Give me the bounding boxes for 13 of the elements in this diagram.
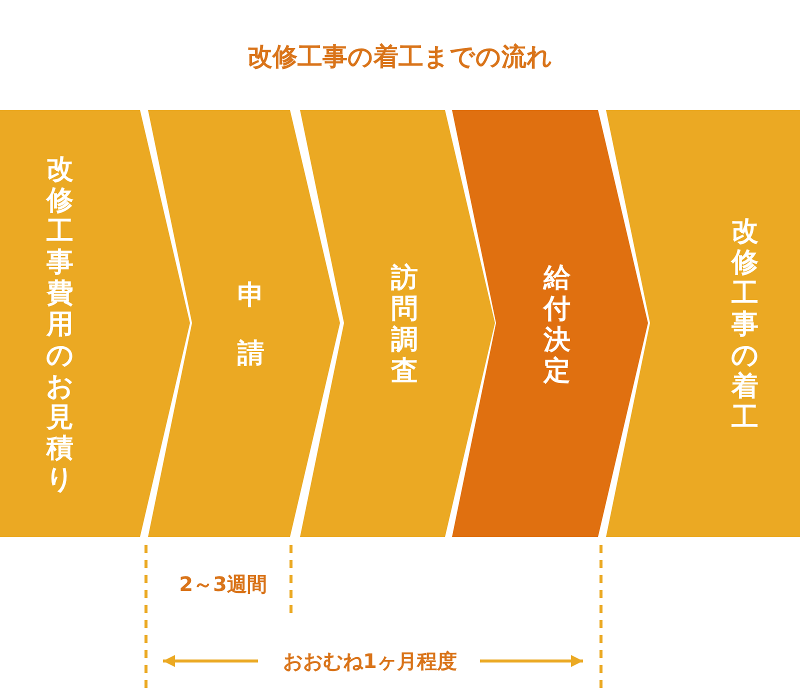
duration-label: 2～3週間 bbox=[178, 571, 268, 598]
chevron-step bbox=[452, 110, 648, 537]
chevron-step bbox=[0, 110, 190, 537]
step-label: 改修工事の着工 bbox=[731, 216, 759, 433]
step-label: 申請 bbox=[238, 280, 264, 369]
chevron-step bbox=[300, 110, 495, 537]
diagram-title: 改修工事の着工までの流れ bbox=[246, 41, 554, 73]
chevron-step bbox=[148, 110, 340, 537]
step-label: 訪問調査 bbox=[391, 262, 418, 386]
step-label: 給付決定 bbox=[544, 262, 570, 386]
duration-label: おおむね1ヶ月程度 bbox=[282, 648, 458, 675]
chevron-step bbox=[606, 110, 800, 537]
step-label: 改修工事費用のお見積り bbox=[46, 154, 74, 495]
